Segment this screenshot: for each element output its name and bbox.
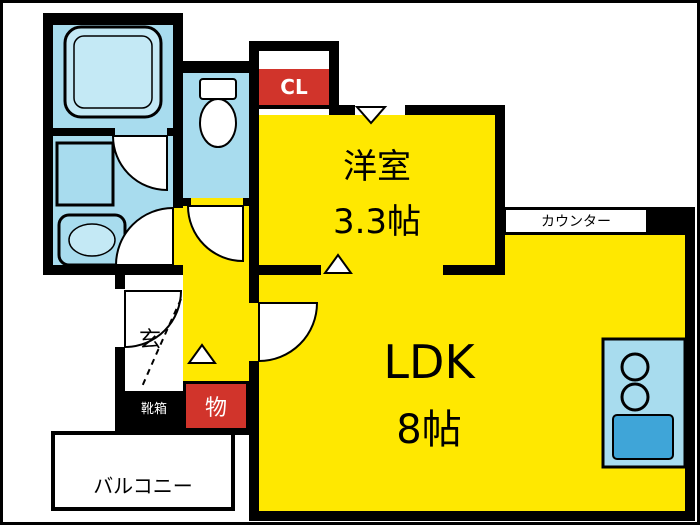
stove-burner-icon <box>620 382 650 412</box>
balcony: バルコニー <box>51 431 235 511</box>
wall-segment <box>43 13 53 275</box>
closet-label: CL <box>280 75 308 99</box>
washroom-door-arc <box>114 206 174 266</box>
washing-machine-icon <box>55 141 115 207</box>
doorway-gap <box>173 208 183 265</box>
wall-segment <box>115 347 125 435</box>
wall-segment <box>249 41 339 51</box>
ldk-door-arc <box>258 302 319 363</box>
wall-segment <box>115 265 125 289</box>
entrance-door-arc <box>124 290 183 349</box>
counter-box: カウンター <box>503 207 649 235</box>
wall-segment <box>249 265 321 275</box>
entrance-step-dashed-line <box>140 298 182 390</box>
wall-segment <box>443 265 505 275</box>
wall-segment <box>173 13 183 208</box>
vanity-sink-icon <box>57 213 127 267</box>
ldk-size: 8帖 <box>396 407 462 453</box>
western-room-name: 洋室 <box>343 147 411 187</box>
western-room-size: 3.3帖 <box>332 202 422 242</box>
storage-label: 物 <box>204 396 227 421</box>
ldk-name: LDK <box>383 335 475 389</box>
storage-box: 物 <box>183 381 249 431</box>
stove-burner-icon <box>620 352 650 382</box>
wall-segment <box>183 198 191 206</box>
wall-segment <box>249 361 259 521</box>
wall-segment <box>249 41 259 303</box>
wall-segment <box>329 41 339 115</box>
entrance-label-box: 玄 <box>127 319 173 357</box>
opening-marker-triangle <box>187 343 217 364</box>
wall-segment <box>53 128 115 136</box>
closet-label-box: CL <box>259 69 329 105</box>
opening-marker-triangle <box>354 106 388 125</box>
closet-sliding-door-line <box>259 105 329 109</box>
western-room-label-group: 洋室 3.3帖 <box>259 121 495 261</box>
toilet-icon <box>199 78 237 148</box>
bathtub-icon <box>63 25 163 119</box>
wall-segment <box>249 511 695 521</box>
wall-segment <box>43 13 183 25</box>
shoe-cabinet-label: 靴箱 <box>140 401 167 417</box>
kitchen-sink-icon <box>612 414 674 460</box>
wall-segment <box>685 207 695 521</box>
balcony-label: バルコニー <box>93 474 193 498</box>
wall-segment <box>43 265 183 275</box>
ldk-room-extension <box>505 235 685 275</box>
bath-door-arc <box>111 135 168 192</box>
wall-segment <box>405 105 505 115</box>
entrance-label: 玄 <box>138 328 161 353</box>
western-room <box>259 115 495 265</box>
wall-segment <box>339 105 355 115</box>
kitchen-counter-icon <box>601 337 687 469</box>
shoe-cabinet-box: 靴箱 <box>125 391 183 423</box>
wall-segment <box>173 61 259 73</box>
wall-segment <box>495 105 505 275</box>
doorway-gap <box>191 198 243 206</box>
counter-label: カウンター <box>541 214 611 230</box>
ldk-label-group: LDK 8帖 <box>279 325 579 465</box>
wall-segment <box>167 128 173 136</box>
doorway-gap <box>321 265 443 275</box>
doorway-gap <box>249 303 259 361</box>
wall-segment <box>243 198 249 206</box>
toilet-door-arc <box>186 205 244 263</box>
fixtures-overlay <box>55 25 687 469</box>
opening-marker-triangle <box>323 253 353 274</box>
